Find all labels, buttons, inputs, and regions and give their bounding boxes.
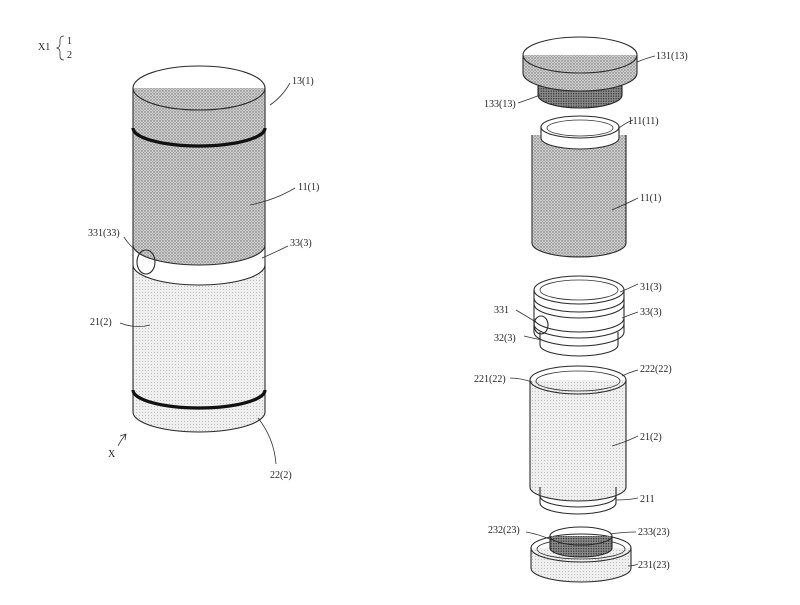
ring-bottom-edge — [132, 264, 266, 286]
mid-part-inner — [539, 279, 619, 301]
leader-mid-top — [619, 283, 639, 293]
mid-thread-3 — [533, 317, 625, 333]
mid-thread-1 — [533, 297, 625, 313]
leader-bottom-band — [257, 417, 277, 465]
legend-item-2: 2 — [67, 50, 72, 61]
label-ring: 33(3) — [290, 238, 312, 249]
cap-side-outline — [522, 55, 638, 92]
base-insert-outline — [549, 536, 613, 558]
base-side — [531, 548, 631, 582]
mid-window-oval — [533, 315, 549, 335]
lid-band — [131, 127, 267, 148]
lower-body-shape — [133, 262, 265, 432]
base-insert-top — [549, 526, 613, 546]
legend-main: X1 — [38, 42, 50, 53]
lower-base-line — [539, 495, 617, 508]
lower-base-collar — [539, 487, 617, 515]
upper-part-outline — [531, 135, 627, 258]
label-upper-body: 11(1) — [298, 182, 319, 193]
cap-part — [522, 36, 638, 109]
base-side-outline — [530, 548, 632, 583]
label-bottom-band: 22(2) — [270, 470, 292, 481]
legend-brace — [55, 35, 65, 61]
label-mid-bottom: 32(3) — [494, 333, 516, 344]
leader-mid-bottom — [523, 335, 543, 341]
leader-base-inner-right — [609, 531, 637, 535]
leader-lower-rim-right — [621, 369, 639, 377]
leader-ring — [261, 245, 289, 259]
leader-window — [123, 236, 143, 256]
upper-body-shape — [133, 88, 265, 265]
window-oval — [136, 249, 156, 275]
upper-rim-inner — [546, 119, 614, 137]
leader-upper-rim — [618, 119, 634, 129]
leader-base-inner-left — [525, 531, 553, 541]
label-base-outer: 231(23) — [638, 560, 670, 571]
label-base-inner-right: 233(23) — [638, 527, 670, 538]
view-arrow-icon — [117, 433, 127, 447]
base-insert — [550, 536, 612, 557]
upper-part-body — [532, 135, 626, 257]
mid-part-outline — [533, 290, 625, 347]
upper-rim-top — [540, 115, 620, 139]
label-upper-part: 11(1) — [640, 193, 661, 204]
bottom-edge — [132, 411, 266, 433]
mid-lower-collar — [539, 332, 619, 357]
label-cap-bottom: 133(13) — [484, 99, 516, 110]
label-lower-base: 211 — [640, 494, 655, 505]
base-top — [530, 533, 632, 563]
leader-cap-bottom — [517, 94, 541, 104]
assembled-bottle: X 13(1) 11(1) 331(33) 33(3) 21(2) 22(2) — [88, 65, 319, 481]
leader-mid-window — [515, 309, 537, 323]
label-base-inner-left: 232(23) — [488, 525, 520, 536]
label-lower-part: 21(2) — [640, 432, 662, 443]
leader-lower-part — [611, 435, 639, 447]
mid-thread-2 — [533, 303, 625, 319]
legend: X1 1 2 — [38, 35, 72, 61]
middle-ring-part — [533, 275, 625, 357]
lower-rim-inner — [535, 370, 621, 392]
leader-lower-base — [615, 497, 639, 501]
leader-cap-top — [636, 55, 656, 63]
cap-insert-outline — [537, 78, 623, 109]
label-mid-window: 331 — [494, 305, 509, 316]
label-cap-top: 131(13) — [656, 51, 688, 62]
lower-part-body — [530, 380, 626, 501]
label-lower-body: 21(2) — [90, 317, 112, 328]
lower-rim-top — [529, 365, 627, 395]
label-lower-rim-right: 222(22) — [640, 364, 672, 375]
lower-part-outline — [529, 380, 627, 502]
legend-item-1: 1 — [67, 36, 72, 47]
label-mid-ring: 33(3) — [640, 307, 662, 318]
leader-base-outer — [627, 563, 639, 567]
label-upper-rim: 111(11) — [628, 116, 659, 127]
label-lid: 13(1) — [292, 76, 314, 87]
upper-body-part — [531, 115, 627, 258]
upper-rim-outline — [540, 127, 620, 150]
cap-top — [522, 36, 638, 74]
leader-upper-body — [249, 187, 296, 206]
base-part — [530, 526, 632, 583]
mid-thread-4 — [533, 323, 625, 339]
leader-mid-ring — [621, 311, 639, 319]
exploded-bottle: 131(13) 133(13) 111(11) 11(1) — [474, 36, 688, 583]
bottom-band — [131, 389, 267, 410]
leader-lower-body — [119, 322, 151, 327]
leader-lid — [269, 82, 291, 106]
lower-body-part — [529, 365, 627, 515]
leader-upper-part — [611, 197, 639, 211]
label-window: 331(33) — [88, 228, 120, 239]
label-lower-rim-left: 221(22) — [474, 374, 506, 385]
label-view-arrow: X — [108, 449, 116, 460]
label-mid-top: 31(3) — [640, 282, 662, 293]
leader-lower-rim-left — [509, 377, 533, 383]
